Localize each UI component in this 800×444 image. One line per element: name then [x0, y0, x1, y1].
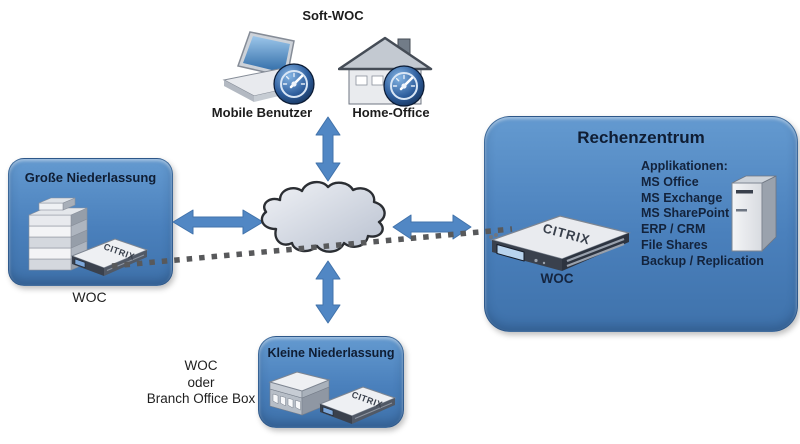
small-branch-title: Kleine Niederlassung — [267, 346, 395, 360]
home-office-gauge-icon — [383, 65, 425, 107]
small-branch-box: Kleine Niederlassung CITRIX — [258, 336, 404, 428]
small-branch-appliance-icon: CITRIX — [318, 386, 397, 424]
wan-cloud-icon — [260, 180, 386, 253]
rack-appliance-icon: CITRIX — [489, 215, 631, 271]
side-note-line: Branch Office Box — [146, 391, 256, 406]
applications-header: Applikationen: — [641, 159, 728, 173]
building-stack-icon — [28, 197, 88, 271]
side-note: WOC oder Branch Office Box — [128, 358, 274, 408]
application-item: Backup / Replication — [641, 253, 764, 268]
application-item: File Shares — [641, 237, 708, 252]
double-arrow-bottom — [315, 260, 341, 324]
datacenter-box: Rechenzentrum Applikationen: MS Office M… — [484, 116, 798, 332]
double-arrow-left — [172, 209, 264, 235]
applications-list: Applikationen: MS Office MS Exchange MS … — [641, 159, 764, 270]
mobile-user-gauge-icon — [273, 63, 315, 105]
large-branch-box: Große Niederlassung CITRIX — [8, 158, 173, 286]
large-branch-appliance-icon: CITRIX — [70, 238, 149, 276]
side-note-line: WOC — [184, 358, 218, 373]
double-arrow-right — [392, 214, 472, 240]
soft-woc-label: Soft-WOC — [302, 8, 364, 23]
large-branch-caption: WOC — [72, 289, 107, 305]
server-tower-icon — [731, 175, 777, 252]
application-item: ERP / CRM — [641, 222, 706, 237]
application-item: MS SharePoint — [641, 206, 730, 221]
home-office-label: Home-Office — [352, 105, 430, 120]
small-office-icon — [268, 371, 331, 416]
application-item: MS Office — [641, 174, 699, 189]
side-note-line: oder — [187, 374, 215, 390]
double-arrow-top — [315, 116, 341, 182]
mobile-user-label: Mobile Benutzer — [211, 105, 313, 120]
datacenter-appliance-caption: WOC — [540, 271, 574, 286]
application-item: MS Exchange — [641, 190, 723, 205]
datacenter-title: Rechenzentrum — [577, 128, 705, 147]
large-branch-title: Große Niederlassung — [24, 170, 157, 185]
